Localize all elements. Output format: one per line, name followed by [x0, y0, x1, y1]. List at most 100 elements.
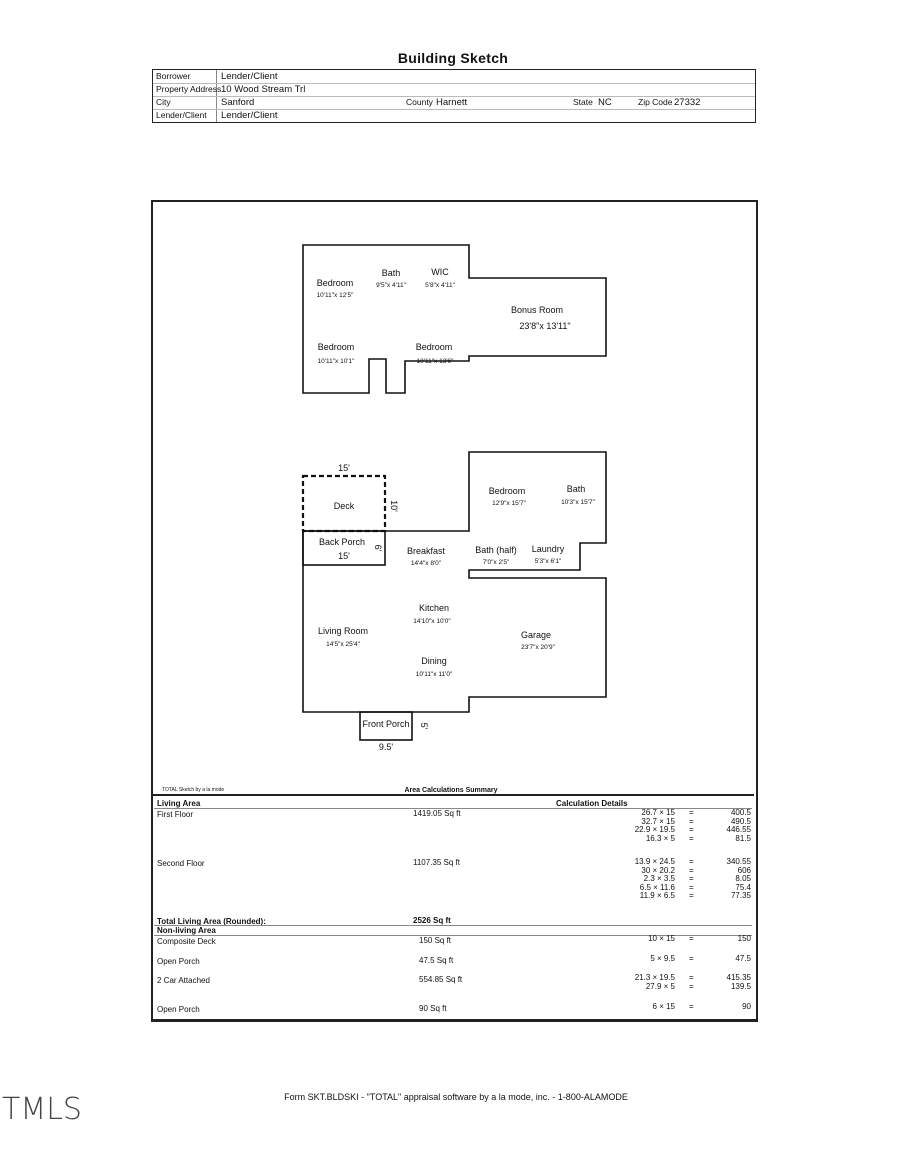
calc-equals: = [689, 833, 694, 843]
calc-equals: = [689, 882, 694, 892]
calc-expression: 11.9 × 6.5 [639, 891, 675, 901]
sketch-frame [151, 200, 758, 1022]
calc-result: 139.5 [730, 981, 751, 991]
room-bedroom1-name: Bedroom [317, 278, 354, 288]
nonliving-item-area: 47.5 Sq ft [419, 956, 454, 965]
calc-equals: = [689, 973, 694, 982]
calc-result: 446.55 [726, 825, 751, 835]
room-wic-dim: 5'8"x 4'11" [425, 282, 455, 289]
second-floor-outline [302, 244, 607, 394]
floor-plan-sketch: Bedroom 10'11"x 12'5" Bath 9'5"x 4'11" W… [152, 244, 754, 796]
state-value: NC [598, 97, 612, 108]
county-value: Harnett [436, 97, 468, 108]
calc-result: 75.4 [735, 882, 751, 892]
calc-result: 47.5 [735, 954, 751, 963]
calc-expression: 6.5 × 11.6 [639, 882, 675, 892]
room-front-porch-name: Front Porch [362, 719, 409, 729]
borrower-row: Borrower Lender/Client [153, 70, 755, 84]
calc-equals: = [689, 808, 694, 817]
calc-expression: 13.9 × 24.5 [634, 857, 675, 866]
calc-result: 340.55 [726, 857, 751, 866]
first-floor-area: 1419.05 Sq ft [413, 809, 461, 818]
software-note: TOTAL Sketch by a la mode [162, 787, 224, 793]
calc-result: 90 [742, 1002, 751, 1011]
room-bedroom2-name: Bedroom [318, 342, 355, 352]
total-living-label: Total Living Area (Rounded): [157, 917, 266, 926]
calc-equals: = [689, 1002, 694, 1011]
room-bath-main-dim: 10'3"x 15'7" [561, 499, 596, 506]
header-table: Borrower Lender/Client Property Address … [152, 69, 756, 123]
calc-result: 81.5 [735, 833, 751, 843]
calc-expression: 16.3 × 5 [645, 833, 675, 843]
room-garage-name: Garage [521, 630, 551, 640]
room-bath-half-dim: 7'0"x 2'5" [483, 559, 510, 566]
room-laundry-dim: 5'3"x 6'1" [535, 558, 562, 565]
room-bonus-dim: 23'8"x 13'11" [519, 321, 570, 331]
room-living-dim: 14'5"x 25'4" [326, 641, 361, 648]
borrower-label: Borrower [156, 71, 191, 81]
calc-equals: = [689, 874, 694, 884]
room-bonus-name: Bonus Room [511, 305, 563, 315]
living-area-label: Living Area [157, 799, 201, 808]
room-living-name: Living Room [318, 626, 368, 636]
lender-label: Lender/Client [156, 110, 207, 120]
room-bedroom3-name: Bedroom [416, 342, 453, 352]
back-porch-height-label: 6' [373, 545, 383, 552]
city-row: City Sanford County Harnett State NC Zip… [153, 96, 755, 110]
nonliving-label: Non-living Area [157, 926, 216, 935]
mls-logo: TMLS [2, 1092, 82, 1127]
city-label: City [156, 97, 171, 107]
nonliving-item-label: Composite Deck [157, 937, 216, 946]
deck-height-label: 10' [389, 500, 399, 512]
calc-expression: 5 × 9.5 [650, 954, 675, 963]
front-porch-outline [359, 711, 413, 741]
calc-expression: 10 × 15 [648, 934, 675, 943]
calc-equals: = [689, 981, 694, 991]
borrower-value: Lender/Client [221, 71, 278, 82]
calc-result: 415.35 [726, 973, 751, 982]
nonliving-item-label: 2 Car Attached [157, 976, 210, 985]
zip-label: Zip Code [638, 97, 673, 107]
calc-expression: 27.9 × 5 [645, 981, 675, 991]
room-kitchen-name: Kitchen [419, 603, 449, 613]
room-bedroom2-dim: 10'11"x 10'1" [318, 358, 356, 365]
calc-expression: 2.3 × 3.5 [643, 874, 675, 884]
zip-value: 27332 [674, 97, 701, 108]
summary-title: Area Calculations Summary [405, 787, 498, 794]
room-bedroom1-dim: 10'11"x 12'5" [317, 292, 355, 299]
first-floor-outline [302, 451, 607, 713]
second-floor-label: Second Floor [157, 859, 205, 868]
nonliving-item-label: Open Porch [157, 1005, 200, 1014]
room-breakfast-dim: 14'4"x 8'0" [411, 560, 442, 567]
calc-expression: 30 × 20.2 [641, 865, 675, 875]
total-living-value: 2526 Sq ft [413, 916, 451, 925]
calc-expression: 32.7 × 15 [641, 816, 675, 826]
room-bath-up-dim: 9'5"x 4'11" [376, 282, 406, 289]
calc-equals: = [689, 857, 694, 866]
deck-outline [301, 474, 387, 533]
calc-result: 150 [737, 934, 751, 943]
calc-expression: 6 × 15 [652, 1002, 675, 1011]
room-bath-half-name: Bath (half) [475, 545, 517, 555]
calc-result: 400.5 [730, 808, 751, 817]
calc-equals: = [689, 934, 694, 943]
room-bath-up-name: Bath [382, 268, 401, 278]
room-wic-name: WIC [431, 267, 449, 277]
room-bedroom4-dim: 12'9"x 15'7" [492, 500, 527, 507]
calc-equals: = [689, 825, 694, 835]
nonliving-item-area: 150 Sq ft [419, 936, 452, 945]
calc-expression: 26.7 × 15 [641, 808, 675, 817]
room-deck-name: Deck [334, 501, 355, 511]
calc-result: 77.35 [730, 891, 751, 901]
room-garage-dim: 23'7"x 20'9" [521, 644, 556, 651]
front-porch-height-label: 5' [419, 723, 429, 730]
room-laundry-name: Laundry [532, 544, 565, 554]
nonliving-item-area: 90 Sq ft [419, 1004, 447, 1013]
nonliving-item-area: 554.85 Sq ft [419, 975, 463, 984]
room-kitchen-dim: 14'10"x 10'0" [413, 618, 451, 625]
calc-details-label: Calculation Details [556, 799, 628, 808]
room-back-porch-name: Back Porch [319, 537, 365, 547]
first-floor-label: First Floor [157, 810, 193, 819]
nonliving-item-label: Open Porch [157, 957, 200, 966]
calc-equals: = [689, 891, 694, 901]
